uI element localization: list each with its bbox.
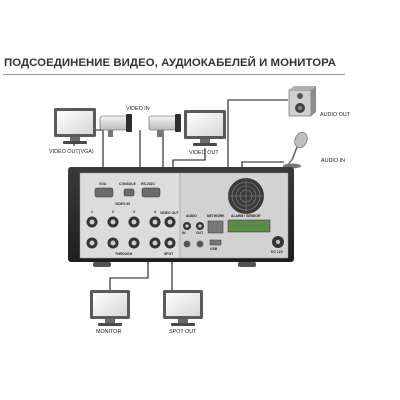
spot-out-monitor xyxy=(163,290,203,326)
bnc-through xyxy=(86,237,161,249)
panel-label-vga: VGA xyxy=(99,182,107,186)
monitor-cable xyxy=(109,262,149,295)
panel-label-rs232c: RS-232C xyxy=(141,182,155,186)
rear-right-ports xyxy=(183,219,284,248)
panel-label-alarm: ALARM / SENSOR xyxy=(231,214,261,218)
bnc-video-out-spot xyxy=(164,216,176,249)
panel-label-dc12v: DC 12V xyxy=(271,250,284,254)
page-title: ПОДСОЕДИНЕНИЕ ВИДЕО, АУДИОКАБЕЛЕЙ И МОНИ… xyxy=(4,57,337,69)
camera-1 xyxy=(99,114,132,137)
vga-monitor xyxy=(54,108,96,144)
title-divider xyxy=(3,74,345,75)
camera-2 xyxy=(148,114,181,137)
panel-label-video-in: VIDEO IN xyxy=(115,202,130,206)
fan-grille xyxy=(228,178,264,214)
microphone-icon xyxy=(283,131,308,169)
panel-label-console: CONSOLE xyxy=(119,182,137,186)
panel-label-spot: SPOT xyxy=(164,252,174,256)
panel-label-ch1: 1 xyxy=(91,210,93,214)
speaker-icon xyxy=(288,86,316,117)
panel-label-ch3: 3 xyxy=(133,210,135,214)
monitor-device xyxy=(90,290,130,326)
panel-label-audio: AUDIO xyxy=(186,214,197,218)
panel-label-out: OUT xyxy=(196,231,204,235)
label-video-out-vga: VIDEO OUT(VGA) xyxy=(49,149,94,155)
label-audio-out: AUDIO OUT xyxy=(320,112,351,118)
panel-label-ch2: 2 xyxy=(112,210,114,214)
label-spot-out: SPOT OUT xyxy=(169,329,197,335)
panel-label-in: IN xyxy=(182,231,186,235)
panel-label-usb: USB xyxy=(210,247,218,251)
label-video-in: VIDEO IN xyxy=(126,106,150,112)
label-audio-in: AUDIO IN xyxy=(321,158,345,164)
panel-label-video-out: VIDEO OUT xyxy=(160,211,180,215)
top-ports xyxy=(94,187,161,198)
label-monitor: MONITOR xyxy=(96,329,121,335)
label-video-out: VIDEO OUT xyxy=(189,150,219,156)
bnc-video-in xyxy=(86,216,161,228)
panel-label-ch4: 4 xyxy=(154,210,156,214)
panel-label-network: NETWORK xyxy=(207,214,225,218)
panel-label-through: THROUGH xyxy=(115,252,133,256)
video-out-monitor xyxy=(184,110,226,146)
